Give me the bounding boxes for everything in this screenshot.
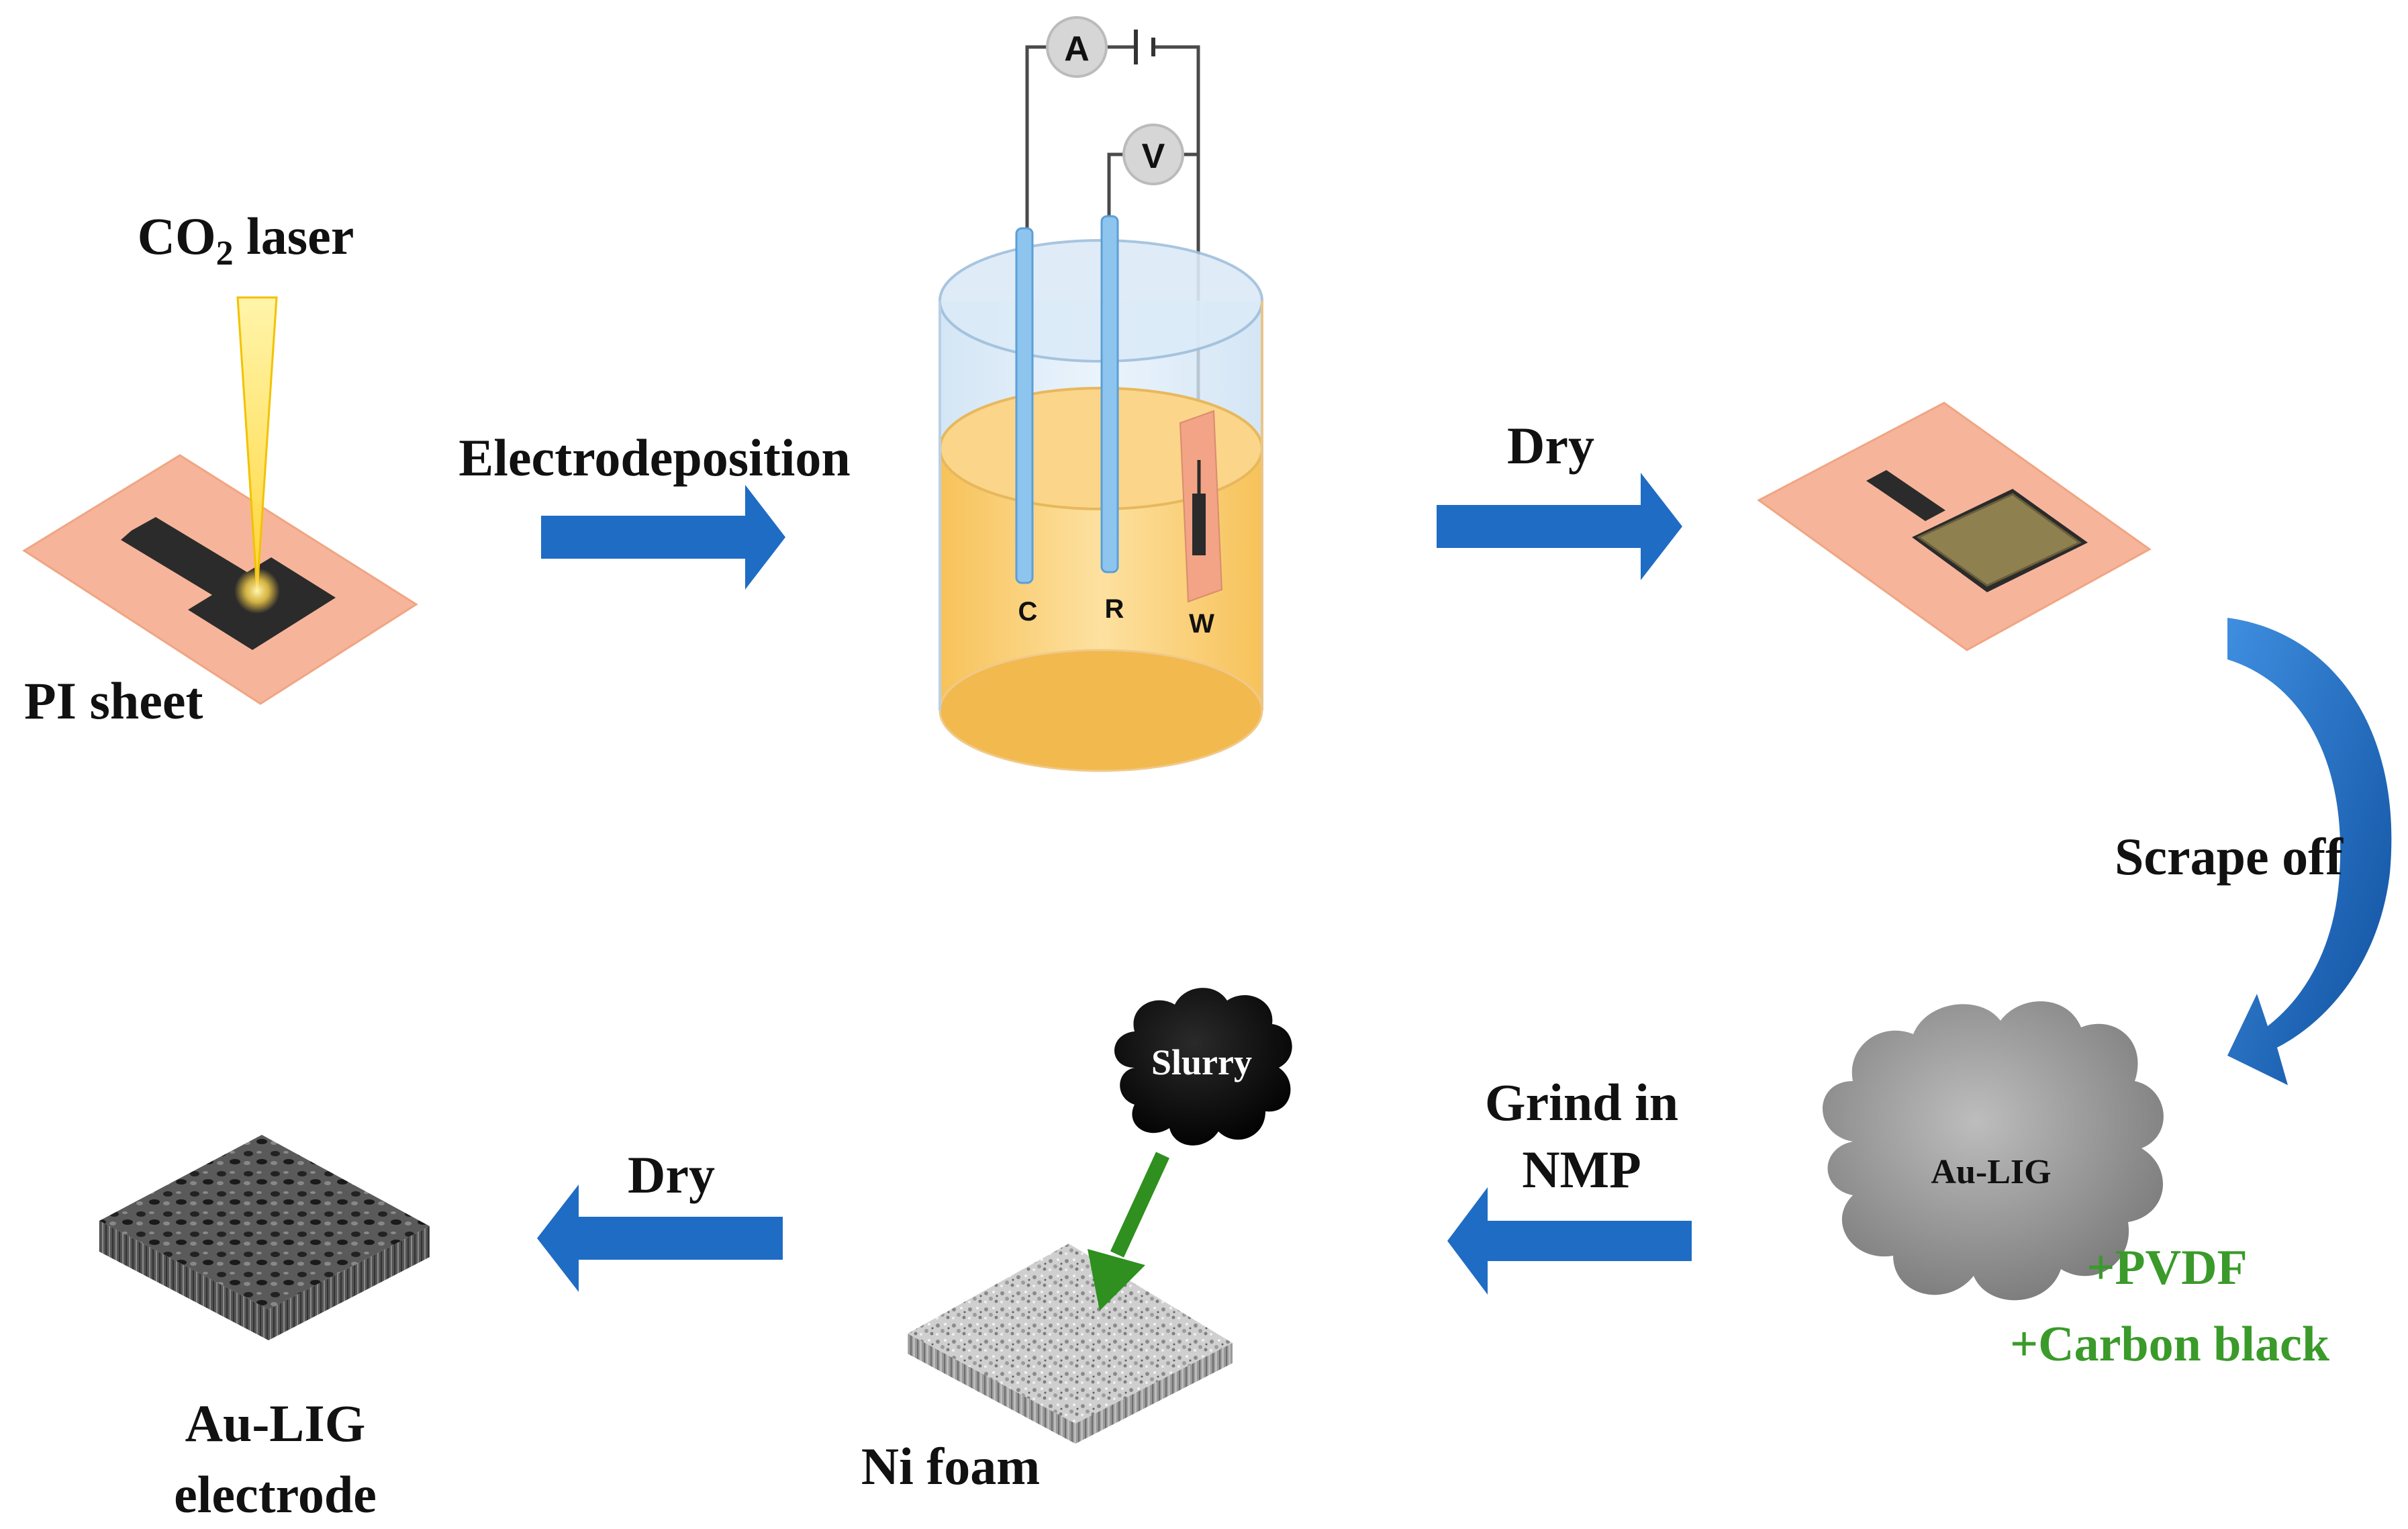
laser-beam: [236, 296, 278, 592]
left-arrow-icon: [1447, 1187, 1692, 1295]
grind-step: Grind in NMP: [1447, 1073, 1692, 1295]
au-lig-electrode-label-line2: electrode: [174, 1465, 377, 1524]
ni-foam-top: [908, 1244, 1233, 1424]
electrode-side-right: [269, 1226, 430, 1340]
slurry-label: Slurry: [1151, 1042, 1252, 1082]
electrolyte-bottom: [938, 649, 1263, 772]
curved-arrow-icon: [2227, 618, 2392, 1085]
au-lig-powder: Au-LIG +PVDF +Carbon black: [1823, 1001, 2330, 1372]
dry-step-top: Dry: [1437, 416, 1682, 580]
electrochemical-cell: A V C R W: [938, 16, 1263, 772]
pvdf-additive-label: +PVDF: [2086, 1240, 2247, 1295]
ni-foam-stage: Slurry Ni foam: [861, 988, 1292, 1495]
counter-electrode: [1015, 227, 1034, 584]
left-arrow-icon: [537, 1185, 783, 1292]
ammeter-icon: A: [1046, 16, 1108, 78]
svg-text:A: A: [1064, 30, 1090, 68]
cloud-icon: [1823, 1001, 2164, 1301]
dry-step-bottom: Dry: [537, 1146, 783, 1292]
au-deposit: [1917, 493, 2082, 587]
voltmeter-icon: V: [1122, 124, 1184, 185]
scrape-off-step: Scrape off: [2115, 618, 2392, 1085]
right-arrow-icon: [541, 485, 785, 590]
pi-sheet-stage: CO2 laser PI sheet: [22, 207, 418, 730]
slurry-arrow-icon: [1088, 1152, 1169, 1311]
grind-label-line1: Grind in: [1485, 1073, 1678, 1131]
au-lig-cloud-label: Au-LIG: [1931, 1153, 2051, 1191]
lig-lead: [1866, 470, 1945, 521]
right-arrow-icon: [1437, 473, 1682, 580]
working-electrode-label: W: [1189, 609, 1214, 639]
counter-electrode-label: C: [1018, 597, 1038, 627]
final-electrode-stage: Au-LIG electrode: [99, 1135, 430, 1524]
slurry-cloud-icon: [1114, 988, 1292, 1146]
electrodeposition-label: Electrodeposition: [459, 428, 851, 487]
laser-induced-graphene-pattern: [121, 517, 336, 650]
laser-spot-glow: [234, 568, 280, 614]
grind-label-line2: NMP: [1522, 1140, 1641, 1199]
dry-label-top: Dry: [1507, 416, 1594, 475]
reference-electrode: [1100, 215, 1119, 573]
electrodeposition-step: Electrodeposition: [459, 428, 851, 590]
dry-label-bottom: Dry: [628, 1146, 715, 1204]
working-electrode-lig: [1192, 494, 1206, 555]
scrape-off-label: Scrape off: [2115, 827, 2344, 886]
au-lig-electrode-label-line1: Au-LIG: [185, 1394, 366, 1452]
ni-foam-label: Ni foam: [861, 1437, 1040, 1495]
ni-foam-side-right: [1075, 1343, 1233, 1444]
carbon-black-additive-label: +Carbon black: [2010, 1317, 2330, 1372]
co2-laser-label: CO2 laser: [138, 207, 354, 273]
reference-electrode-label: R: [1105, 594, 1124, 624]
svg-text:V: V: [1142, 137, 1165, 176]
ni-foam-side-left: [908, 1334, 1075, 1444]
battery-icon: [1134, 30, 1155, 64]
electrode-side-left: [99, 1221, 269, 1340]
au-lig-sheet-stage: [1757, 402, 2152, 651]
pi-sheet-label: PI sheet: [24, 671, 203, 730]
electrode-top: [99, 1135, 430, 1309]
